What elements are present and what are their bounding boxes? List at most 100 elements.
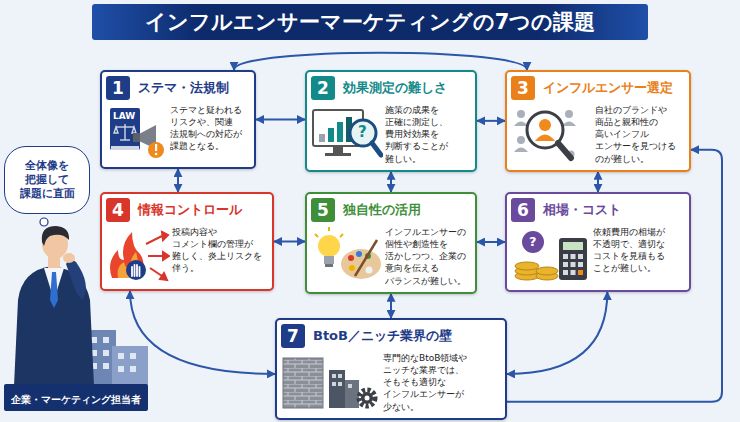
cost-icon-part-part bbox=[571, 262, 576, 267]
connector bbox=[177, 169, 179, 192]
law-icon-part-part bbox=[114, 127, 118, 133]
law-icon-part bbox=[110, 108, 140, 150]
select-icon-part bbox=[514, 110, 576, 158]
box-body-text: ステマと疑われる リスクや、関連 法規制への対応が 課題となる。 bbox=[170, 104, 248, 153]
creative-icon-part bbox=[325, 264, 333, 267]
cost-icon-part-part bbox=[571, 254, 576, 259]
person-figure-part bbox=[63, 253, 75, 263]
callout-number: 7 bbox=[281, 324, 305, 348]
wall-icon-part-part bbox=[338, 382, 342, 386]
fire-icon-part-part bbox=[148, 255, 164, 257]
creative-icon-part bbox=[356, 251, 362, 257]
buildings-part-part bbox=[103, 363, 109, 369]
icon-label: LAW bbox=[113, 112, 135, 121]
buildings bbox=[86, 330, 148, 386]
thought-bubble: 全体像を 把握して 課題に直面 bbox=[4, 146, 90, 214]
select-icon-part-part bbox=[565, 110, 573, 118]
icon-slot bbox=[106, 226, 172, 284]
wall-icon bbox=[281, 352, 381, 412]
fire-icon-part-part bbox=[163, 252, 169, 260]
select-icon-part bbox=[539, 119, 551, 131]
select-icon-part-part bbox=[517, 110, 525, 118]
cost-icon-part-part bbox=[563, 254, 568, 259]
fire-icon-part-part bbox=[146, 236, 162, 244]
box-body-text: 自社のブランドや 商品と親和性の 高いインフル エンサーを見つける のが難しい。 bbox=[595, 104, 683, 165]
cost-icon-part bbox=[563, 242, 583, 250]
buildings-part-part bbox=[130, 353, 136, 359]
fire-icon-part bbox=[126, 260, 146, 280]
select-icon-part-part bbox=[562, 122, 576, 127]
callout-number: 6 bbox=[511, 198, 535, 222]
creative-icon-part bbox=[349, 265, 355, 271]
cost-icon-part-part bbox=[563, 270, 568, 275]
icon-slot bbox=[281, 352, 383, 412]
connector bbox=[507, 292, 607, 374]
buildings-part-part bbox=[118, 366, 124, 372]
buildings-part-part bbox=[118, 353, 124, 359]
cost-icon-part bbox=[563, 254, 583, 275]
law-icon-part bbox=[155, 153, 158, 156]
select-icon-part-part bbox=[517, 136, 525, 144]
wall-icon-part-part bbox=[332, 374, 336, 378]
fire-icon bbox=[106, 226, 170, 284]
select-icon-part bbox=[558, 143, 571, 158]
law-icon-part bbox=[111, 146, 139, 150]
connector bbox=[274, 241, 305, 243]
fire-icon-part bbox=[146, 232, 169, 280]
law-icon-part bbox=[133, 133, 140, 142]
connector bbox=[390, 294, 392, 318]
connector bbox=[256, 119, 305, 121]
wall-icon-part bbox=[365, 396, 370, 401]
thought-dots-part bbox=[40, 218, 48, 226]
box-heading: 相場・コスト bbox=[543, 201, 621, 219]
person-figure-part bbox=[66, 258, 86, 300]
title-banner: インフルエンサーマーケティングの7つの課題 bbox=[92, 4, 648, 40]
law-icon-part-part bbox=[120, 139, 130, 140]
box-header: 7BtoB／ニッチ業界の壁 bbox=[281, 324, 499, 348]
buildings-part bbox=[91, 337, 136, 372]
box-body: インフルエンサーの 個性や創造性を 活かしつつ、企業の 意向を伝える バランスが… bbox=[311, 226, 469, 287]
box-body: 専門的なBtoB領域や ニッチな業界では、 そもそも適切な インフルエンサーが … bbox=[281, 352, 499, 413]
wall-icon-part bbox=[283, 358, 323, 408]
icon-label: ? bbox=[529, 235, 537, 248]
measure-icon-part bbox=[333, 146, 343, 153]
box-header: 5独自性の活用 bbox=[311, 198, 469, 222]
fire-icon-part-part bbox=[150, 268, 162, 276]
box-header: 4情報コントロール bbox=[106, 198, 266, 222]
cost-icon bbox=[511, 226, 591, 284]
box-body-text: 依頼費用の相場が 不透明で、適切な コストを見積もる ことが難しい。 bbox=[593, 226, 683, 275]
buildings-part-part bbox=[103, 337, 109, 343]
challenge-box: 6 相場・コスト ? 依頼費用の相場が 不透明で、適切な コストを見積もる ことが難… bbox=[505, 192, 691, 292]
icon-slot bbox=[511, 104, 595, 162]
wall-icon-part bbox=[332, 374, 352, 388]
box-heading: 独自性の活用 bbox=[343, 201, 421, 219]
challenge-box: 7BtoB／ニッチ業界の壁 専門的なBtoB領域や ニッチな業界では、 そもそも… bbox=[275, 318, 507, 420]
measure-icon-part bbox=[328, 128, 334, 142]
creative-icon-part bbox=[324, 256, 334, 264]
box-heading: ステマ・法規制 bbox=[138, 79, 229, 97]
creative-icon-part-part bbox=[328, 227, 330, 231]
buildings-part-part bbox=[130, 366, 136, 372]
select-icon-part-part bbox=[514, 122, 528, 127]
box-heading: 効果測定の難しさ bbox=[343, 79, 447, 97]
box-body-text: 投稿内容や コメント欄の管理が 難しく、炎上リスクを 伴う。 bbox=[172, 226, 266, 275]
creative-icon-part bbox=[366, 267, 373, 274]
law-icon-part bbox=[114, 124, 136, 140]
cost-icon-part-part bbox=[563, 262, 568, 267]
creative-icon-part bbox=[348, 255, 354, 261]
cost-icon-part bbox=[559, 238, 587, 280]
law-icon-part-part bbox=[116, 126, 134, 127]
icon-slot: ? bbox=[511, 226, 593, 284]
cost-icon-part-part bbox=[515, 262, 539, 270]
icon-slot: ? bbox=[311, 104, 385, 162]
measure-icon-part bbox=[372, 143, 381, 155]
connector bbox=[477, 120, 505, 122]
role-label: 企業・マーケティング担当者 bbox=[11, 394, 141, 405]
challenge-box: 3インフルエンサー選定 自社のブランドや 商品と親和性の 高いインフル エンサー… bbox=[505, 70, 691, 172]
cost-icon-part bbox=[515, 262, 558, 280]
wall-icon-part bbox=[361, 392, 373, 404]
creative-icon-part-part bbox=[315, 234, 318, 237]
wall-icon-part bbox=[359, 390, 375, 406]
challenge-box: 2効果測定の難しさ ?施策の成果を 正確に測定し、 費用対効果を 判断することが… bbox=[305, 70, 477, 172]
